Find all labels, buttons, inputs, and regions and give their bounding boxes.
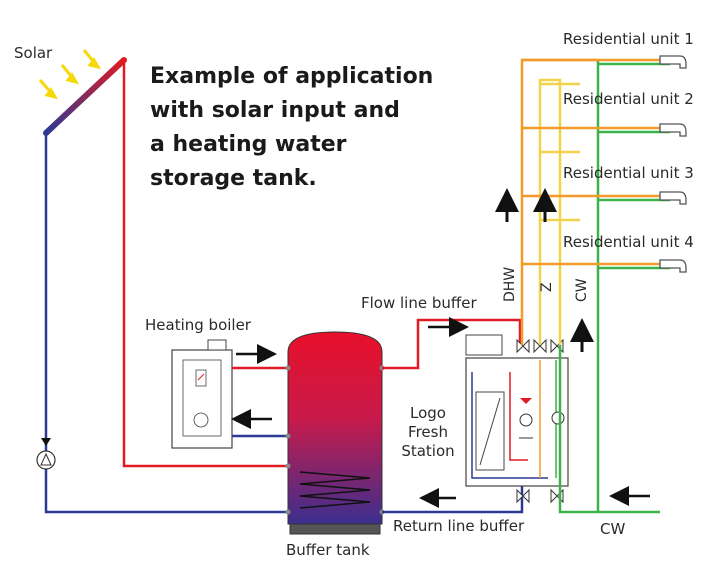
sun-rays-icon	[38, 49, 102, 100]
residential-unit-2-label: Residential unit 2	[563, 90, 694, 108]
solar-collector	[43, 57, 127, 136]
riser-arrows	[495, 188, 594, 352]
solar-label: Solar	[14, 44, 53, 62]
fresh-station	[465, 334, 569, 487]
heating-boiler-label: Heating boiler	[145, 316, 252, 334]
circulation-riser	[538, 78, 562, 345]
tank-coil	[299, 471, 371, 509]
return-line-buffer-label: Return line buffer	[393, 517, 525, 535]
cw-vertical-label: CW	[574, 278, 590, 302]
dhw-label: DHW	[502, 267, 518, 302]
fresh-station-label-1: Logo	[410, 404, 446, 422]
title-block: Example of application with solar input …	[150, 64, 433, 191]
buffer-tank-label: Buffer tank	[286, 541, 370, 559]
cw-bottom-label: CW	[600, 520, 625, 538]
solar-cold-pipe	[44, 133, 288, 514]
title-line-4: storage tank.	[150, 166, 317, 191]
residential-unit-4-label: Residential unit 4	[563, 233, 694, 251]
residential-unit-3-label: Residential unit 3	[563, 164, 694, 182]
residential-unit-1-label: Residential unit 1	[563, 30, 694, 48]
heating-boiler	[171, 339, 233, 449]
cold-water-riser	[558, 345, 660, 514]
z-label: Z	[539, 282, 555, 292]
title-line-3: a heating water	[150, 132, 347, 157]
flow-line-buffer-label: Flow line buffer	[361, 294, 477, 312]
buffer-tank	[285, 331, 385, 535]
flow-line-buffer-pipe	[382, 318, 522, 370]
fresh-station-label-3: Station	[401, 442, 454, 460]
solar-pump-icon	[36, 438, 56, 470]
fresh-station-label-2: Fresh	[408, 423, 448, 441]
solar-hot-pipe	[122, 60, 288, 468]
title-line-2: with solar input and	[150, 98, 400, 123]
title-line-1: Example of application	[150, 64, 433, 89]
faucet-icon	[659, 55, 687, 273]
